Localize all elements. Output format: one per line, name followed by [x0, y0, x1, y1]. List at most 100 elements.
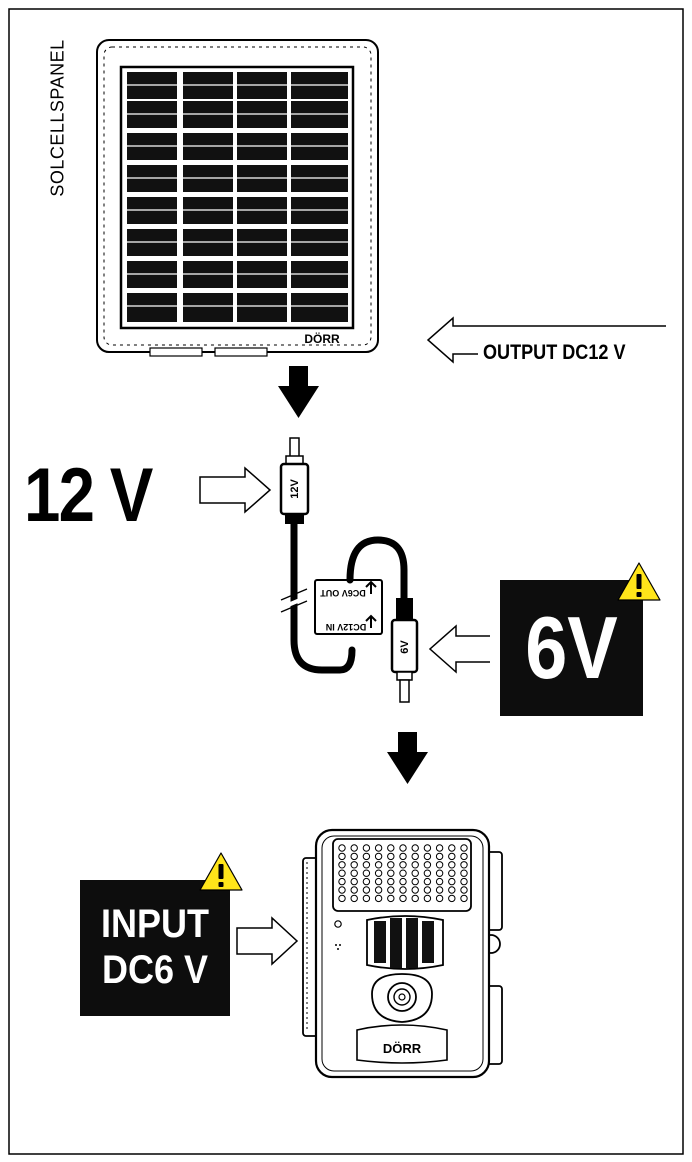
- ir-led: [435, 869, 444, 877]
- camera-input-arrow-icon: [236, 916, 299, 966]
- ir-led: [387, 886, 395, 894]
- ir-led: [399, 852, 407, 861]
- solar-cells-grid: [127, 69, 348, 326]
- output-6v-box: 6V: [500, 580, 643, 716]
- ir-led: [350, 852, 358, 861]
- ir-led: [435, 894, 444, 903]
- solar-cell: [237, 293, 289, 322]
- ir-led: [399, 877, 407, 886]
- converter-in-text: DC12V IN: [326, 622, 367, 632]
- ir-led-array: [338, 844, 468, 903]
- ir-led: [374, 869, 383, 877]
- ir-led: [362, 886, 371, 894]
- ir-led: [411, 844, 419, 852]
- converter-in-arrow-icon: [365, 614, 377, 628]
- ir-led: [435, 844, 444, 852]
- ir-led: [362, 869, 371, 877]
- ir-led: [460, 844, 468, 852]
- ir-led: [399, 886, 407, 894]
- ir-led: [374, 844, 383, 852]
- ir-led: [350, 886, 358, 894]
- ir-led: [374, 852, 383, 861]
- ir-led: [387, 894, 395, 903]
- ir-led: [411, 861, 419, 869]
- solar-cell: [291, 293, 348, 322]
- ir-led: [460, 894, 468, 903]
- camera-input-line2: DC6 V: [101, 948, 209, 992]
- down-arrow-icon: [387, 732, 428, 784]
- ir-led: [374, 877, 383, 886]
- ir-led: [435, 852, 444, 861]
- ir-led: [374, 894, 383, 903]
- ir-led: [448, 869, 456, 877]
- ir-led: [350, 894, 358, 903]
- warning-icon: [199, 852, 243, 891]
- input-12v-arrow-icon: [199, 466, 272, 514]
- input-12v-label: 12 V: [24, 453, 153, 538]
- ir-led: [338, 877, 346, 886]
- ir-led: [399, 861, 407, 869]
- ir-led: [338, 886, 346, 894]
- warning-icon: [617, 562, 661, 601]
- ir-led: [362, 844, 371, 852]
- output-arrow-icon: [426, 316, 666, 364]
- solar-cell: [183, 293, 235, 322]
- ir-led: [448, 886, 456, 894]
- trail-camera: DÖRR: [302, 828, 503, 1079]
- ir-led: [448, 877, 456, 886]
- ir-led: [399, 844, 407, 852]
- ir-led: [350, 877, 358, 886]
- page-border: [8, 8, 684, 1155]
- ir-led: [374, 886, 383, 894]
- ir-led: [387, 869, 395, 877]
- camera-input-line1: INPUT: [101, 902, 209, 946]
- down-arrow-icon: [278, 366, 319, 418]
- ir-led: [460, 886, 468, 894]
- ir-led: [435, 861, 444, 869]
- ir-led: [448, 844, 456, 852]
- ir-led: [423, 844, 432, 852]
- ir-led: [338, 869, 346, 877]
- ir-led: [387, 852, 395, 861]
- output-label: OUTPUT DC12 V: [483, 341, 626, 364]
- converter-out-arrow-icon: [365, 580, 377, 594]
- ir-led: [350, 844, 358, 852]
- ir-led: [362, 852, 371, 861]
- ir-led: [423, 852, 432, 861]
- ir-led: [338, 894, 346, 903]
- ir-led: [338, 844, 346, 852]
- ir-led: [411, 852, 419, 861]
- ir-led: [423, 886, 432, 894]
- ir-led: [350, 869, 358, 877]
- ir-led: [435, 877, 444, 886]
- ir-led: [423, 861, 432, 869]
- ir-led: [399, 894, 407, 903]
- solar-panel-label: SOLCELLSPANEL: [47, 39, 68, 197]
- ir-led: [411, 886, 419, 894]
- ir-led: [423, 869, 432, 877]
- ir-led: [399, 869, 407, 877]
- ir-led: [423, 877, 432, 886]
- plug-6v-text: 6V: [399, 640, 411, 654]
- panel-brand: DÖRR: [304, 331, 340, 346]
- ir-led: [448, 861, 456, 869]
- plug-12v-text: 12V: [289, 479, 301, 499]
- ir-led: [448, 894, 456, 903]
- ir-led: [411, 869, 419, 877]
- camera-input-box: INPUT DC6 V: [80, 880, 230, 1016]
- adapter-cable: 12V 6V DC6V OUT DC12V IN: [279, 437, 419, 703]
- solar-panel: DÖRR: [96, 39, 379, 357]
- ir-led: [460, 869, 468, 877]
- camera-brand: DÖRR: [383, 1041, 422, 1056]
- ir-led: [338, 852, 346, 861]
- output-6v-label: 6V: [525, 598, 618, 697]
- ir-led: [338, 861, 346, 869]
- solar-cell: [127, 293, 177, 322]
- converter-out-text: DC6V OUT: [320, 588, 366, 598]
- ir-led: [460, 852, 468, 861]
- ir-led: [362, 877, 371, 886]
- ir-led: [387, 877, 395, 886]
- ir-led: [448, 852, 456, 861]
- ir-led: [423, 894, 432, 903]
